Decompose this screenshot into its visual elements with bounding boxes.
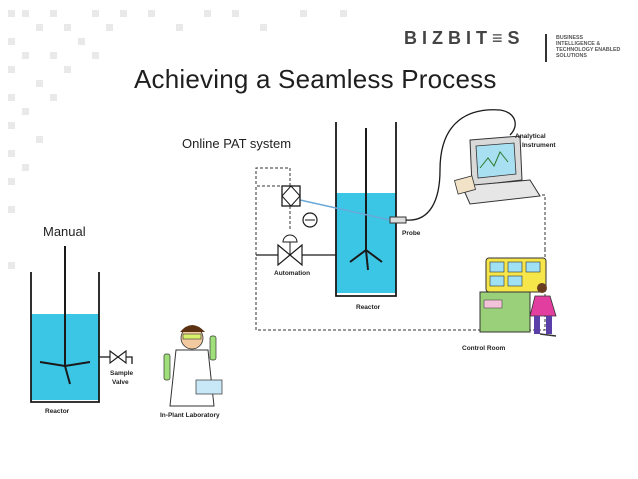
control-room-illustration xyxy=(479,257,557,337)
online-pat-label: Online PAT system xyxy=(182,136,292,151)
control-room-label: Control Room xyxy=(462,345,506,352)
analytical-instrument-label-1: Analytical xyxy=(515,133,546,140)
sample-valve-label-2: Valve xyxy=(112,379,129,386)
manual-reactor xyxy=(30,246,100,403)
brand-divider xyxy=(545,34,547,62)
brand-logo-word: BIZBIT≡S xyxy=(404,28,525,48)
automation-valve xyxy=(256,212,336,267)
manual-label: Manual xyxy=(43,224,86,239)
brand-tagline-3: TECHNOLOGY ENABLED xyxy=(556,47,621,53)
brand-tagline-1: BUSINESS xyxy=(556,35,584,41)
lab-scientist-illustration xyxy=(163,325,223,407)
slide-title: Achieving a Seamless Process xyxy=(134,64,497,94)
probe-label: Probe xyxy=(402,230,421,237)
sample-valve-label-1: Sample xyxy=(110,370,134,377)
brand-tagline-4: SOLUTIONS xyxy=(556,53,587,59)
analytical-instrument-label-2: Instrument xyxy=(522,142,556,149)
online-reactor-label: Reactor xyxy=(356,304,381,311)
sensor-box xyxy=(281,185,301,207)
online-reactor xyxy=(335,122,397,297)
analytical-instrument-illustration xyxy=(454,135,541,205)
manual-reactor-label: Reactor xyxy=(45,408,70,415)
lab-label: In-Plant Laboratory xyxy=(160,412,220,419)
brand-tagline-2: INTELLIGENCE & xyxy=(556,41,601,47)
sample-valve xyxy=(99,349,133,365)
automation-label: Automation xyxy=(274,270,311,277)
probe-cable xyxy=(405,109,516,221)
